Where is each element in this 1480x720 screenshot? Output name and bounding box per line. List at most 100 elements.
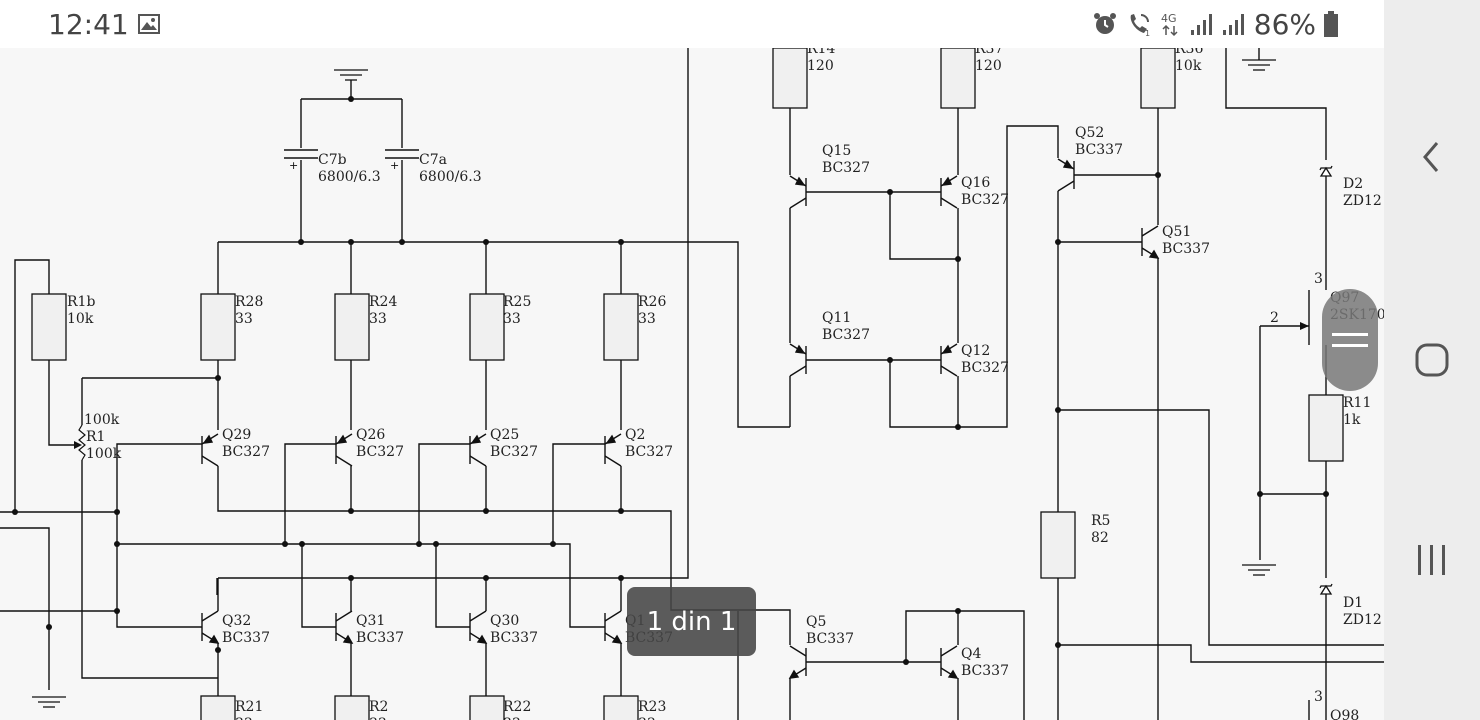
wire	[1058, 644, 1384, 663]
component-ref-label: Q4	[961, 646, 981, 662]
svg-text:4G: 4G	[1161, 12, 1177, 25]
resistor-symbol	[469, 695, 505, 720]
component-value-label: 120	[975, 58, 1002, 74]
component-ref-label: Q51	[1162, 224, 1191, 240]
component-ref-label: R5	[1091, 513, 1110, 529]
junction-dot	[215, 375, 221, 381]
component-value-label: BC327	[222, 444, 270, 460]
junction-dot	[348, 239, 354, 245]
wire	[435, 544, 470, 628]
capacitor-symbol: +	[284, 149, 318, 172]
transistor-symbol	[335, 433, 353, 467]
back-icon	[1423, 142, 1439, 172]
junction-dot	[298, 239, 304, 245]
clock: 12:41	[48, 8, 129, 41]
ground-symbol	[1242, 59, 1276, 71]
home-button[interactable]	[1402, 330, 1462, 390]
component-value-label: 33	[503, 311, 521, 327]
transistor-symbol	[604, 433, 622, 467]
junction-dot	[348, 96, 354, 102]
zener-diode-symbol	[1319, 165, 1333, 177]
signal-icon	[1222, 14, 1244, 35]
resistor-symbol	[603, 695, 639, 720]
component-ref-label: Q30	[490, 613, 519, 629]
component-ref-label: R24	[369, 294, 397, 310]
junction-dot	[114, 608, 120, 614]
status-icons: 1 4G 86%	[1092, 7, 1338, 41]
component-ref-label: R26	[638, 294, 666, 310]
wire	[217, 466, 674, 611]
junction-dot	[483, 575, 489, 581]
wire	[418, 443, 470, 544]
component-value-label: BC337	[1075, 142, 1123, 158]
junction-dot	[299, 541, 305, 547]
resistor-symbol	[31, 293, 67, 361]
junction-dot	[433, 541, 439, 547]
component-ref-label: R2	[369, 699, 388, 715]
network-4g-icon: 4G	[1161, 12, 1178, 37]
component-ref-label: R37	[975, 48, 1003, 57]
component-ref-label: R28	[235, 294, 263, 310]
component-ref-label: Q31	[356, 613, 385, 629]
signal-icon	[1190, 14, 1212, 35]
battery-percent: 86%	[1253, 7, 1316, 41]
component-value-label: 33	[235, 716, 253, 720]
component-ref-label: Q11	[822, 310, 851, 326]
component-ref-label: C7b	[318, 152, 347, 168]
wire	[889, 192, 958, 260]
component-value-label: BC327	[822, 160, 870, 176]
ground-symbol	[1242, 564, 1276, 576]
resistor-symbol	[603, 293, 639, 361]
component-value-label: BC327	[961, 360, 1009, 376]
wire	[218, 241, 790, 428]
resistor-symbol	[1308, 394, 1344, 462]
transistor-symbol	[201, 610, 220, 644]
component-value-label: 82	[1091, 530, 1109, 546]
svg-text:1: 1	[1145, 29, 1150, 37]
wire	[301, 544, 336, 628]
transistor-symbol	[1057, 158, 1075, 192]
recents-button[interactable]	[1402, 530, 1462, 590]
component-value-label: 100k	[86, 446, 122, 462]
component-value-label: 33	[638, 716, 656, 720]
transistor-symbol	[201, 433, 219, 467]
component-ref-label: Q2	[625, 427, 645, 443]
ground-symbol	[32, 696, 66, 708]
scroll-handle[interactable]	[1322, 289, 1378, 391]
component-value-label: BC327	[822, 327, 870, 343]
component-value-label: BC337	[961, 663, 1009, 679]
wire	[552, 443, 605, 544]
back-button[interactable]	[1402, 127, 1462, 187]
component-value-label: 33	[503, 716, 521, 720]
wire	[905, 610, 1025, 720]
junction-dot	[1323, 491, 1329, 497]
component-ref-label: R22	[503, 699, 531, 715]
ground-symbol	[334, 69, 368, 81]
junction-dot	[903, 659, 909, 665]
transistor-symbol	[469, 433, 487, 467]
component-value-label: 10k	[67, 311, 94, 327]
component-ref-label: R14	[807, 48, 835, 57]
zener-diode-symbol	[1319, 583, 1333, 595]
component-value-label: BC327	[961, 192, 1009, 208]
component-ref-label: R1b	[67, 294, 95, 310]
junction-dot	[348, 575, 354, 581]
drag-handle-icon	[1332, 333, 1368, 347]
junction-dot	[12, 509, 18, 515]
junction-dot	[1055, 239, 1061, 245]
junction-dot	[282, 541, 288, 547]
junction-dot	[1055, 407, 1061, 413]
junction-dot	[887, 357, 893, 363]
component-value-label: ZD12	[1343, 193, 1382, 209]
wire	[284, 443, 336, 544]
component-ref-label: Q29	[222, 427, 251, 443]
component-value-label: ZD12	[1343, 612, 1382, 628]
pin-label: 3	[1314, 271, 1323, 287]
schematic[interactable]: ++ R14120R37120R3610kC7b6800/6.3C7a6800/…	[0, 48, 1384, 720]
component-value-label: 100k	[84, 412, 120, 428]
battery-icon	[1324, 11, 1338, 37]
junction-dot	[215, 647, 221, 653]
wire	[48, 360, 78, 446]
resistor-symbol	[200, 293, 236, 361]
